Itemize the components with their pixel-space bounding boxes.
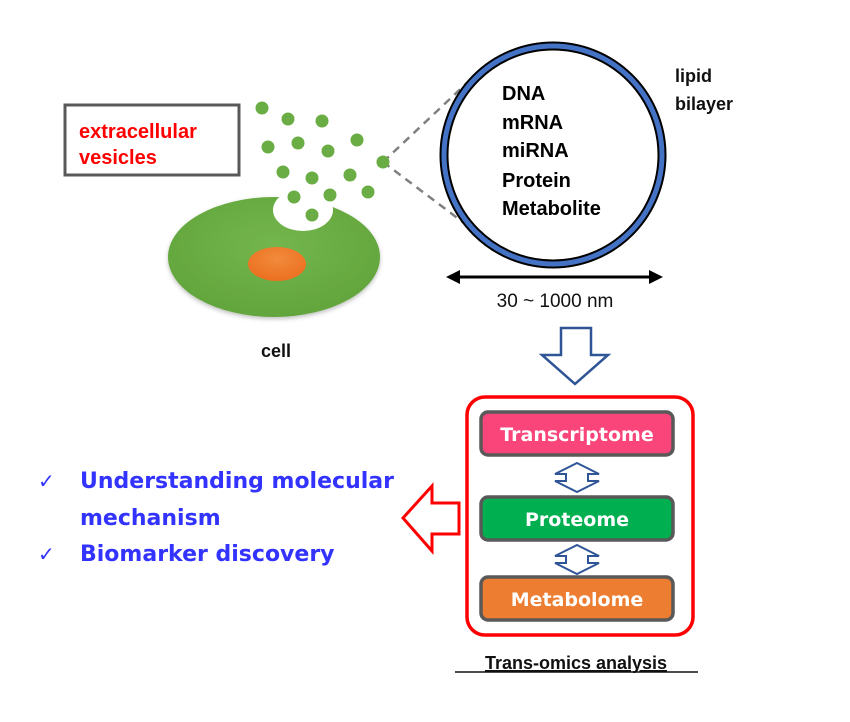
metabolome-label: Metabolome	[511, 589, 644, 611]
outcome-1-line-2: mechanism	[80, 506, 221, 531]
ev-dot	[350, 133, 364, 147]
ev-label-line-2: vesicles	[79, 147, 157, 169]
zoom-line-top	[382, 79, 471, 163]
ev-dot	[305, 171, 319, 185]
outcome-2-line-1: Biomarker discovery	[80, 542, 335, 567]
nucleus	[248, 247, 306, 281]
omics-layer-proteome: Proteome	[479, 495, 675, 542]
omics-layer-transcriptome: Transcriptome	[479, 410, 675, 457]
ev-dot	[291, 136, 305, 150]
outcome-1-line-1: Understanding molecular	[80, 469, 394, 494]
transcriptome-label: Transcriptome	[500, 424, 653, 446]
check-icon: ✓	[38, 542, 55, 566]
cell-label: cell	[261, 341, 291, 361]
ev-dot	[321, 144, 335, 158]
ev-label-line-1: extracellular	[79, 121, 197, 143]
ev-dot	[255, 101, 269, 115]
vesicle: DNA mRNA miRNA Protein Metabolite	[439, 41, 667, 269]
omics-layer-metabolome: Metabolome	[479, 575, 675, 622]
size-arrow-left-head	[446, 270, 460, 284]
ev-dot	[343, 168, 357, 182]
ev-dot	[287, 190, 301, 204]
outcome-list: ✓ Understanding molecular mechanism ✓ Bi…	[38, 469, 394, 567]
metabolome-box	[479, 575, 675, 622]
cargo-dna: DNA	[502, 83, 545, 105]
ev-dot	[276, 165, 290, 179]
size-double-arrow	[446, 270, 663, 284]
ev-dot	[281, 112, 295, 126]
ev-dot	[376, 155, 390, 169]
size-range-label: 30 ~ 1000 nm	[497, 291, 614, 312]
check-icon: ✓	[38, 469, 55, 493]
ev-dot	[361, 185, 375, 199]
ev-label-frame	[63, 103, 241, 177]
cargo-mrna: mRNA	[502, 112, 563, 134]
transcriptome-box	[479, 410, 675, 457]
cargo-metabolite: Metabolite	[502, 198, 601, 220]
up-down-arrow-icon	[554, 543, 600, 576]
proteome-box	[479, 495, 675, 542]
proteome-label: Proteome	[525, 509, 629, 531]
up-down-arrow-icon	[554, 461, 600, 494]
cargo-mirna: miRNA	[502, 140, 569, 162]
size-arrow-right-head	[649, 270, 663, 284]
ev-dot	[305, 208, 319, 222]
down-arrow-icon	[538, 326, 612, 386]
ev-label-box: extracellular vesicles	[63, 103, 241, 177]
cargo-protein: Protein	[502, 170, 571, 192]
ev-dot	[261, 140, 275, 154]
extracellular-vesicle-dots	[255, 101, 390, 222]
ev-dot	[323, 188, 337, 202]
left-arrow-icon	[400, 482, 461, 555]
zoom-line-bottom	[382, 161, 473, 230]
lipid-bilayer-ring	[441, 43, 665, 267]
ev-dot	[315, 114, 329, 128]
lipid-label-line-1: lipid	[675, 66, 712, 86]
trans-omics-caption: Trans-omics analysis	[485, 653, 667, 673]
lipid-label-line-2: bilayer	[675, 94, 733, 114]
